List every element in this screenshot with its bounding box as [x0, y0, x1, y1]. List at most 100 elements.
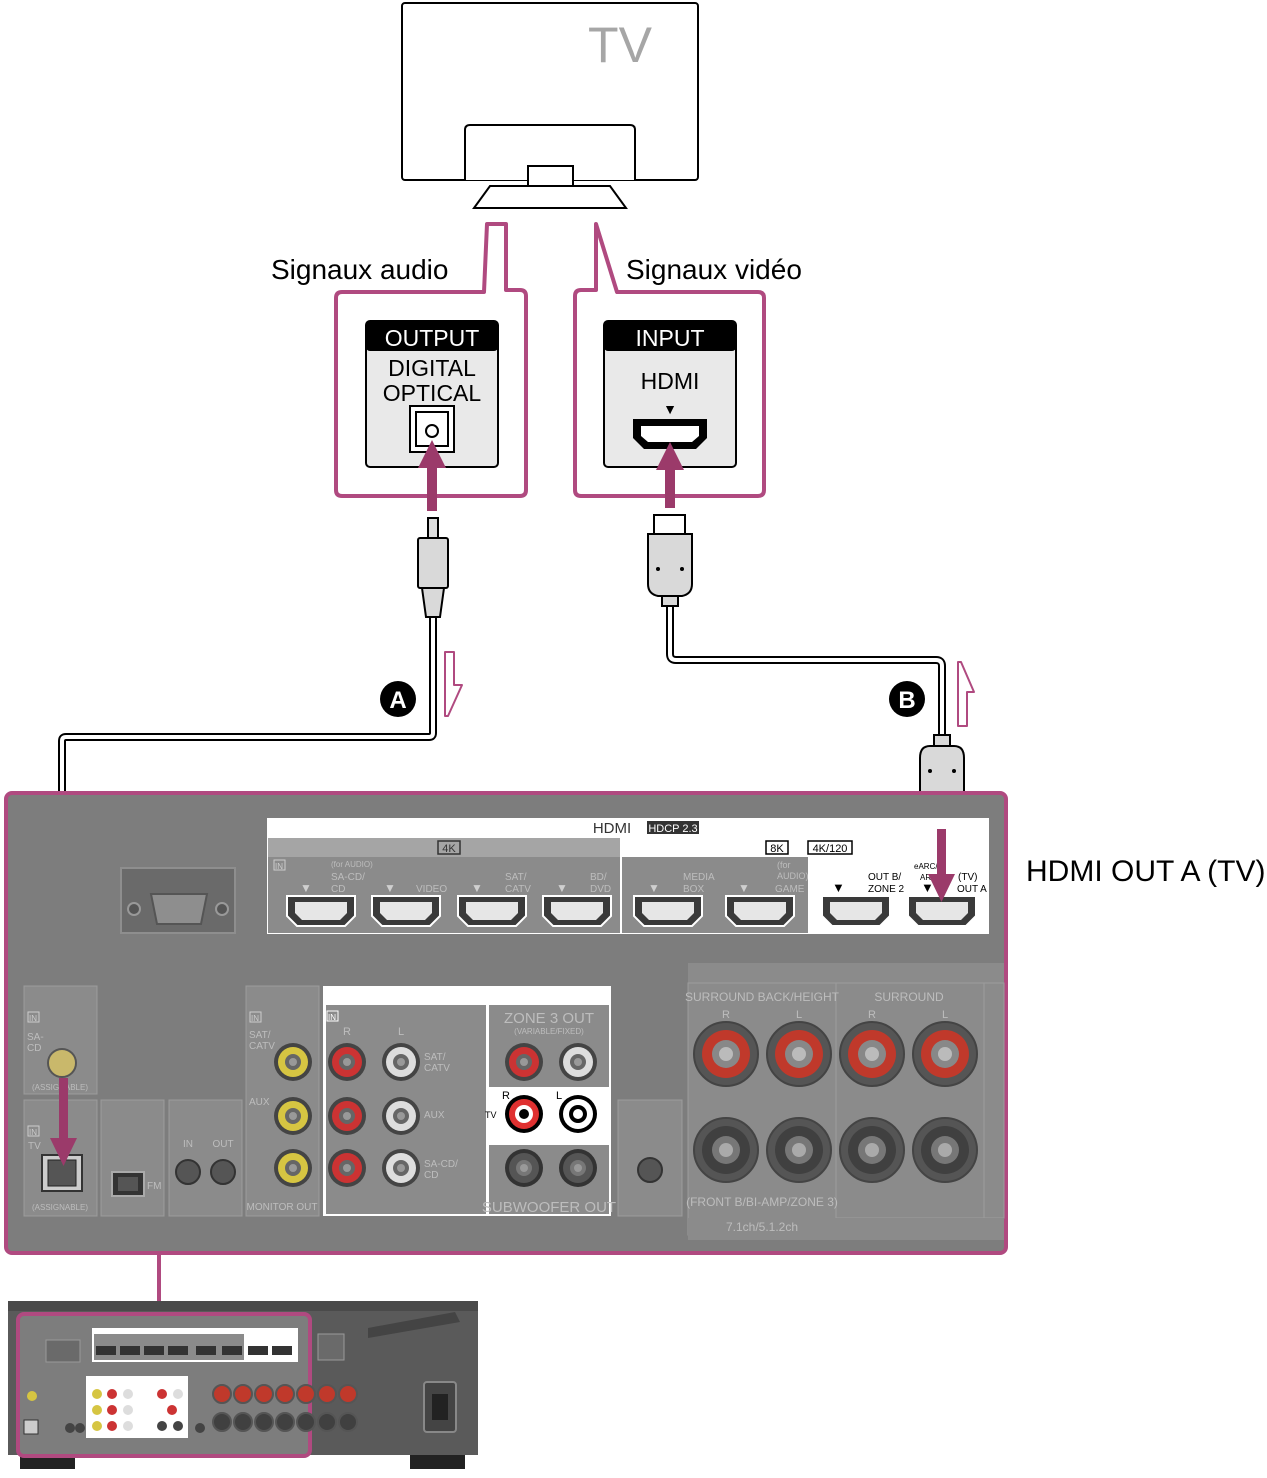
sb-l-label: L — [796, 1009, 802, 1021]
port-audio-paren: AUDIO) — [777, 871, 809, 881]
channel-label: 7.1ch/5.1.2ch — [726, 1220, 798, 1234]
tv-illustration: TV — [401, 2, 699, 209]
sb-r-plus-terminal-icon — [693, 1021, 759, 1087]
arrow-6-icon: ▼ — [738, 881, 750, 895]
hdmi-label: HDMI — [641, 368, 700, 394]
port-for-audio-1: (for AUDIO) — [331, 860, 373, 869]
optical-label: OPTICAL — [383, 380, 482, 406]
s-l-plus-terminal-icon — [912, 1021, 978, 1087]
video-sat-label: SAT/ — [249, 1030, 271, 1041]
analog-r-label: R — [343, 1026, 351, 1038]
hdmi-in-video-jack-icon — [371, 895, 441, 927]
port-out-a: OUT A — [957, 884, 987, 895]
analog-sacd-2: CD — [424, 1170, 438, 1181]
badge-4k120: 4K/120 — [813, 843, 848, 855]
analog-audio-section: IN R L SAT/ CATV AUX SA-CD/ CD ZONE 3 OU… — [323, 986, 616, 1216]
badge-4k: 4K — [442, 843, 456, 855]
monitor-out-label: MONITOR OUT — [247, 1202, 318, 1213]
hdmi-out-b-jack-icon — [821, 895, 891, 927]
analog-sacd-r-jack-icon — [328, 1149, 366, 1187]
arrow-out-b-icon: ▼ — [832, 880, 845, 895]
analog-l-label: L — [398, 1026, 404, 1038]
sb-l-plus-terminal-icon — [766, 1021, 832, 1087]
tv-hdmi-insert-arrow-icon — [656, 442, 684, 508]
hdmi-in-bd-jack-icon — [542, 895, 612, 927]
audio-signals-label: Signaux audio — [271, 254, 448, 285]
surround-label: SURROUND — [874, 990, 944, 1004]
sb-l-minus-terminal-icon — [766, 1117, 832, 1183]
arrow-5-icon: ▼ — [648, 881, 660, 895]
zone3-out-label: ZONE 3 OUT — [504, 1010, 594, 1027]
analog-tv-label: TV — [485, 1110, 497, 1120]
receiver-thumbnail — [8, 1301, 478, 1469]
port-catv: CATV — [505, 884, 531, 895]
receiver-rear-panel: HDMI HDCP 2.3 4K 8K 4K/120 IN (for AUDIO… — [4, 791, 1008, 1255]
optical-assignable-2: (ASSIGNABLE) — [32, 1203, 88, 1212]
analog-sat-l-jack-icon — [382, 1043, 420, 1081]
zone3-sub-label: (VARIABLE/FIXED) — [514, 1027, 584, 1036]
speaker-section: SURROUND BACK/HEIGHT SURROUND R L R L (F… — [685, 963, 1005, 1240]
port-bd: BD/ — [590, 872, 607, 883]
analog-tv-l-jack-icon — [559, 1095, 597, 1133]
cable-b-badge: B — [889, 681, 925, 717]
analog-sat-label: SAT/ — [424, 1052, 446, 1063]
remote-io-section: IN OUT — [168, 1099, 243, 1217]
s-r-plus-terminal-icon — [839, 1021, 905, 1087]
optical-signal-arrow-icon — [444, 651, 463, 717]
video-aux-label: AUX — [249, 1097, 270, 1108]
video-callout: Signaux vidéo INPUT HDMI ▼ — [573, 222, 802, 498]
port-game: GAME — [775, 884, 805, 895]
video-sat-jack-icon — [274, 1043, 312, 1081]
analog-sat-r-jack-icon — [328, 1043, 366, 1081]
analog-aux-l-jack-icon — [382, 1097, 420, 1135]
port-arc: ARC — [920, 873, 937, 882]
optical-in-tag-2: IN — [29, 1128, 37, 1137]
hdmi-in-sacd-jack-icon — [286, 895, 356, 927]
cable-a-badge: A — [380, 681, 416, 717]
port-dvd: DVD — [590, 884, 611, 895]
remote-in-jack-icon — [175, 1159, 201, 1185]
video-catv-label: CATV — [249, 1041, 275, 1052]
analog-tv-r-label: R — [502, 1090, 510, 1102]
port-media: MEDIA — [683, 872, 715, 883]
fm-label: FM — [147, 1181, 161, 1192]
video-aux-jack-icon — [274, 1097, 312, 1135]
optical-insert-arrow-icon — [50, 1078, 77, 1166]
hdmi-in-tag: IN — [275, 862, 283, 871]
hdmi-out-a-label: HDMI OUT A (TV) — [1026, 855, 1265, 888]
hdmi-insert-arrow-icon — [928, 829, 955, 902]
optical-sacd-label: SA- — [27, 1032, 44, 1043]
sb-r-minus-terminal-icon — [693, 1117, 759, 1183]
output-header: OUTPUT — [385, 325, 480, 351]
surround-back-label: SURROUND BACK/HEIGHT — [685, 990, 840, 1004]
hdmi-arrow-icon: ▼ — [663, 401, 677, 417]
analog-tv-r-jack-icon — [505, 1095, 543, 1133]
port-sat: SAT/ — [505, 872, 527, 883]
s-r-minus-terminal-icon — [839, 1117, 905, 1183]
monitor-out-jack-icon — [274, 1149, 312, 1187]
port-for: (for — [777, 860, 791, 870]
hdmi-signal-arrow-icon — [957, 661, 975, 727]
sb-r-label: R — [722, 1009, 730, 1021]
optical-tv-jack-icon — [41, 1154, 83, 1192]
arrow-3-icon: ▼ — [471, 881, 483, 895]
zone3-l-jack-icon — [559, 1043, 597, 1081]
digital-label: DIGITAL — [388, 355, 476, 381]
port-tv-paren: (TV) — [958, 872, 977, 883]
tv-hdmi-jack-icon — [633, 419, 707, 449]
s-r-label: R — [868, 1009, 876, 1021]
subwoofer-2-jack-icon — [559, 1149, 597, 1187]
s-l-label: L — [942, 1009, 948, 1021]
analog-aux-r-jack-icon — [328, 1097, 366, 1135]
zone3-r-jack-icon — [505, 1043, 543, 1081]
arrow-2-icon: ▼ — [384, 881, 396, 895]
port-video: VIDEO — [416, 884, 447, 895]
hdmi-section: HDMI HDCP 2.3 4K 8K 4K/120 IN (for AUDIO… — [267, 818, 989, 934]
port-earc: eARC/ — [914, 862, 938, 871]
hdmi-in-media-jack-icon — [633, 895, 703, 927]
subwoofer-1-jack-icon — [505, 1149, 543, 1187]
rs232-port-icon — [120, 867, 236, 934]
optical-tv-label: TV — [28, 1141, 41, 1152]
video-in-tag: IN — [251, 1014, 259, 1023]
hdmi-cable — [647, 514, 965, 828]
